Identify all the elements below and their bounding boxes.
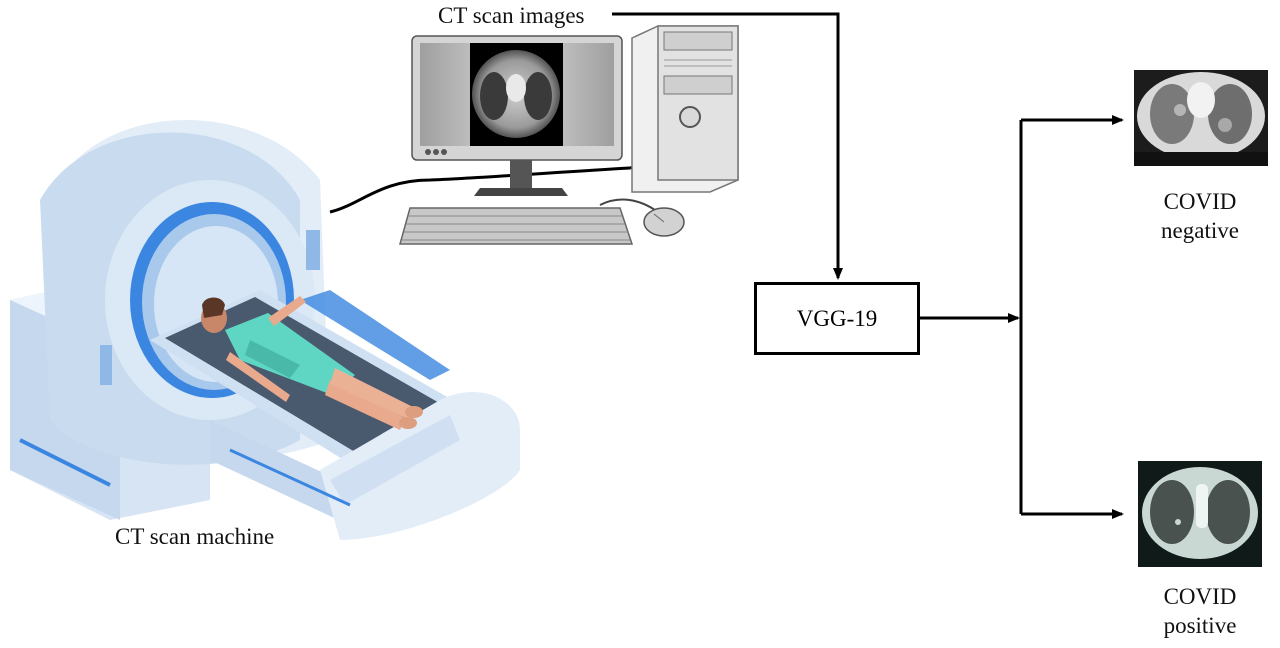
images-to-model-arrow [612,12,843,280]
keyboard-icon [399,207,634,245]
computer-tower-icon [631,25,739,193]
data-cable [329,166,631,214]
lung-ct-thumbnail-icon [1138,461,1262,567]
ct-images-label: CT scan images [438,3,585,28]
patient-icon [201,296,423,430]
ct-machine-label: CT scan machine [115,524,275,549]
positive-label-line1: COVID [1163,584,1237,609]
model-label: VGG-19 [796,305,878,331]
vgg19-model-box: VGG-19 [754,282,920,355]
positive-label-line2: positive [1163,613,1237,638]
lung-ct-thumbnail-icon [1134,70,1268,166]
negative-label-line2: negative [1161,218,1239,243]
mouse-icon [643,207,685,237]
negative-label-line1: COVID [1163,189,1237,214]
monitor-icon [411,35,623,196]
